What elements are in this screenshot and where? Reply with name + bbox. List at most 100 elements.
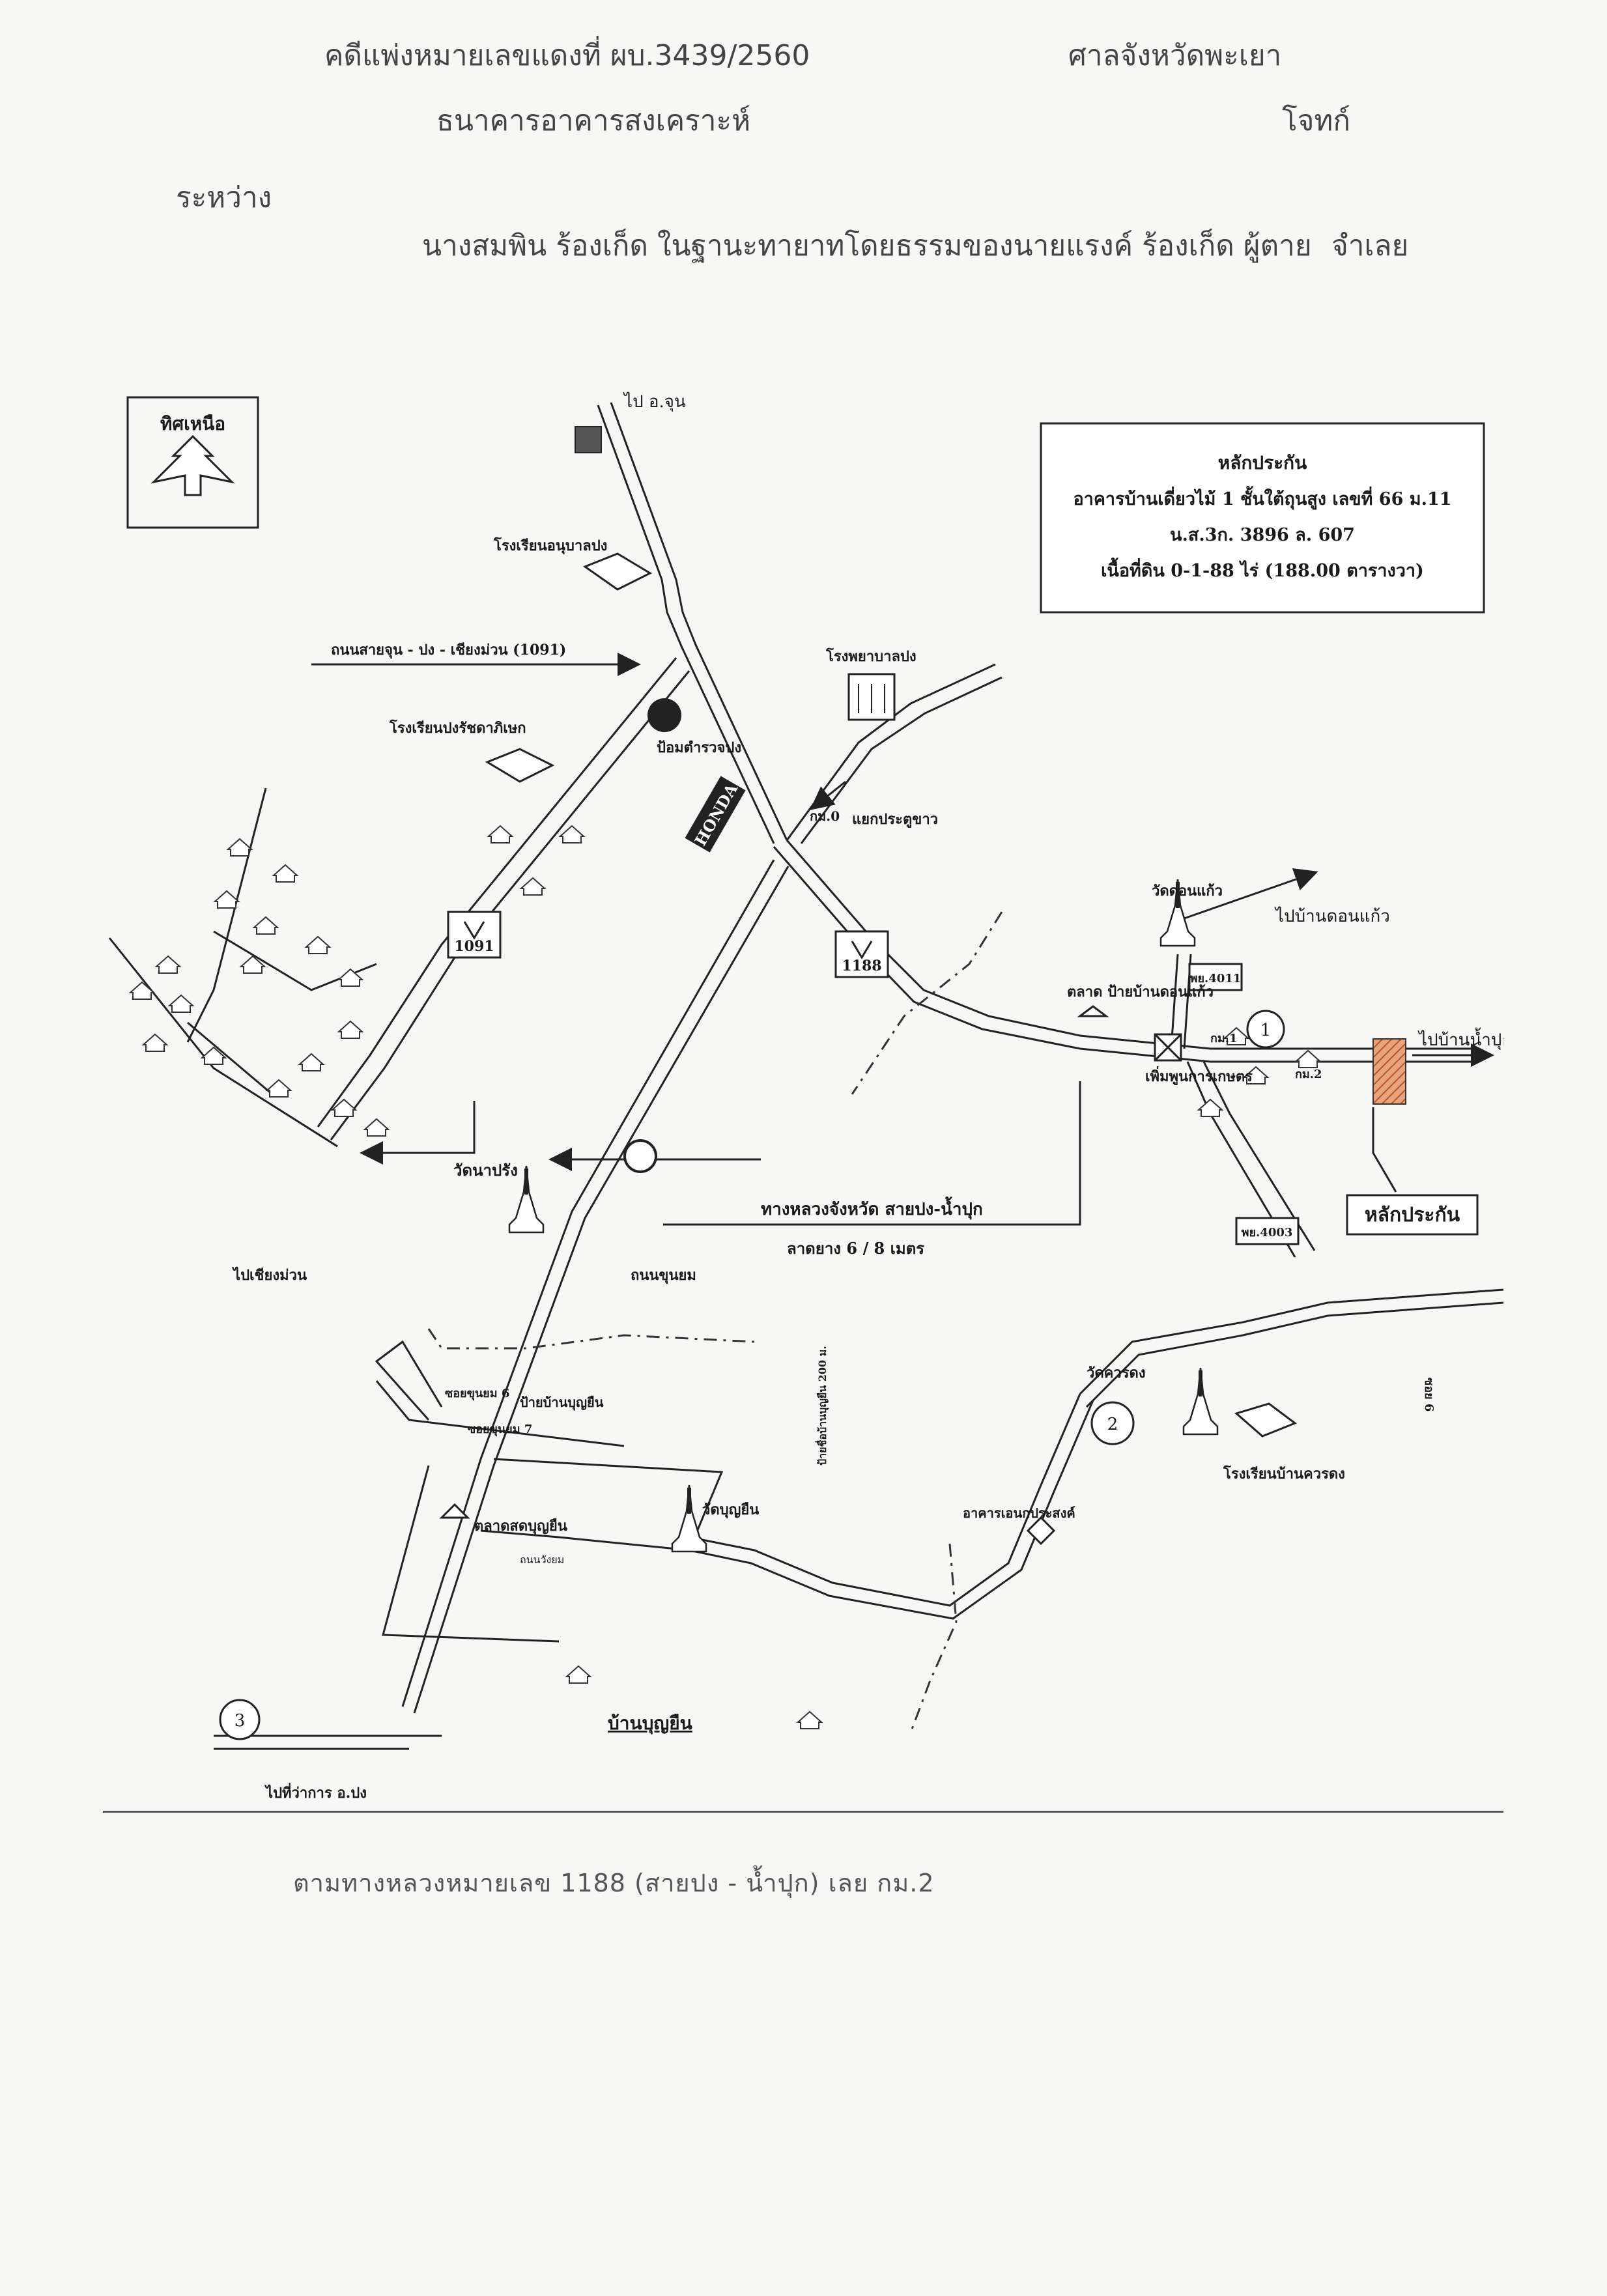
house-icon — [214, 890, 239, 909]
house-icon — [797, 1711, 822, 1729]
to-chun-label: ไป อ.จุน — [623, 391, 686, 412]
hospital-label: โรงพยาบาลปง — [825, 647, 917, 665]
wang-road-label: ถนนวังยม — [520, 1553, 564, 1566]
highway-pointer-line — [663, 1081, 1081, 1226]
court-name: ศาลจังหวัดพะเยา — [1068, 39, 1282, 72]
north-label: ทิศเหนือ — [160, 413, 225, 434]
ban-boonyuen-label: บ้านบุญยืน — [608, 1712, 692, 1735]
km2-label: กม.2 — [1295, 1068, 1322, 1081]
multipurpose-building-label: อาคารเอนกประสงค์ — [963, 1505, 1075, 1521]
ratchapisek-school-label: โรงเรียนปงรัชดาภิเษก — [389, 719, 526, 737]
marker-1 — [1246, 1010, 1285, 1049]
marker-3 — [219, 1699, 261, 1740]
house-icon — [364, 1118, 389, 1137]
boonyuen-market-label: ตลาดสดบุญยืน — [474, 1518, 567, 1535]
road-khuan-dong — [1079, 1288, 1503, 1395]
to-chiang-muan-label: ไปเชียงม่วน — [232, 1266, 307, 1284]
road-to-chun-edge — [597, 404, 775, 844]
route-1188-label: 1188 — [842, 957, 881, 974]
wat-khuan-dong-icon — [1182, 1367, 1219, 1436]
house-icon — [143, 1034, 167, 1052]
honda-dealer: HONDA — [685, 776, 746, 853]
highway-name-label: ทางหลวงจังหวัด สายปง-น้ำปุก — [761, 1196, 983, 1220]
house-icon — [156, 956, 180, 974]
house-icon — [560, 825, 584, 843]
bank-icon — [623, 1139, 657, 1173]
road-1091 — [317, 657, 677, 1127]
plaintiff-role: โจทก์ — [1282, 104, 1351, 137]
wat-napang-label: วัดนาปรัง — [453, 1161, 518, 1180]
arrow-to-donkaew — [1184, 868, 1318, 920]
to-ban-donkaew-label: ไปบ้านดอนแก้ว — [1274, 906, 1390, 926]
collateral-title: หลักประกัน — [1218, 452, 1307, 474]
soi-khun-yom-road — [375, 1380, 625, 1447]
marker-2 — [1090, 1401, 1135, 1445]
collateral-pointer — [1372, 1107, 1397, 1193]
boonyuen-loop-road — [382, 1465, 560, 1643]
house-icon — [253, 916, 278, 935]
anuban-school-icon — [582, 552, 653, 591]
house-icon — [130, 982, 154, 1000]
marker-1-label: 1 — [1260, 1021, 1272, 1040]
road-to-district-office — [401, 859, 775, 1707]
house-icon — [1296, 1050, 1320, 1068]
collateral-tag: หลักประกัน — [1365, 1204, 1460, 1226]
house-icon — [520, 877, 545, 896]
route-4003-label: พย.4003 — [1242, 1226, 1293, 1240]
trail-2 — [427, 1328, 755, 1350]
road-4011 — [1170, 954, 1179, 1049]
directions-note: ตามทางหลวงหมายเลข 1188 (สายปง - น้ำปุก) … — [293, 1869, 935, 1897]
road-to-chun — [610, 402, 788, 841]
road-4003-edge — [1202, 1061, 1316, 1251]
km1-label: กม.1 — [1210, 1032, 1238, 1045]
house-icon — [338, 1021, 363, 1039]
soi-khun-yom-7-label: ซอยขุนยม 7 — [468, 1423, 532, 1437]
highway-1188 — [786, 840, 1471, 1050]
house-icon — [488, 825, 513, 843]
north-box — [126, 396, 259, 529]
village-road-4 — [187, 1021, 273, 1096]
agri-coop-label: เพิ่มพูนการเกษตร — [1145, 1066, 1253, 1086]
khuan-dong-school-label: โรงเรียนบ้านควรดง — [1223, 1465, 1345, 1482]
ratchapisek-school-icon — [485, 748, 555, 783]
house-icon — [227, 838, 252, 857]
house-icon — [266, 1079, 291, 1098]
soi-khun-yom-6-label: ซอยขุนยม 6 — [445, 1387, 509, 1401]
collateral-line2: น.ส.3ก. 3896 ล. 607 — [1170, 525, 1355, 545]
to-ban-nampuk-label: ไปบ้านน้ำปุก — [1417, 1027, 1503, 1050]
house-icon — [273, 864, 298, 883]
marker-2-label: 2 — [1107, 1415, 1118, 1434]
trail-3 — [909, 1543, 958, 1733]
route-4003-sign — [1235, 1217, 1300, 1245]
collateral-parcel — [1372, 1038, 1406, 1105]
house-icon — [566, 1665, 591, 1684]
police-icon — [647, 698, 681, 732]
donkaew-market-icon — [1077, 1005, 1109, 1017]
multipurpose-building-icon — [1026, 1516, 1056, 1546]
route-sign-1188: 1188 — [834, 930, 889, 978]
junction-pointer — [810, 780, 846, 810]
road-boonyuen — [689, 1393, 1081, 1607]
location-map: ทิศเหนือ หลักประกัน อาคารบ้านเดี่ยวไม้ 1… — [103, 365, 1503, 1813]
route-sign-1091: 1091 — [447, 911, 502, 959]
road-boonyuen-edge — [689, 1400, 1094, 1620]
plaintiff-name: ธนาคารอาคารสงเคราะห์ — [436, 104, 751, 137]
village-road-1 — [108, 937, 338, 1148]
highway-surface-label: ลาดยาง 6 / 8 เมตร — [787, 1239, 924, 1258]
police-label: ป้อมตำรวจปง — [657, 739, 741, 756]
house-icon — [1198, 1099, 1223, 1117]
wat-boonyuen-label: วัดบุญยืน — [702, 1501, 759, 1519]
house-icon — [299, 1053, 324, 1071]
road-khuan-dong-edge — [1085, 1301, 1503, 1408]
boonyuen-distance-label: ป้ายชื่อบ้านบุญยืน 200 ม. — [815, 1346, 829, 1466]
anuban-school-label: โรงเรียนอนุบาลปง — [493, 537, 607, 555]
wat-boonyuen-icon — [671, 1484, 707, 1553]
map-canvas: ทิศเหนือ หลักประกัน อาคารบ้านเดี่ยวไม้ 1… — [108, 391, 1503, 1802]
km0-label: กม.0 — [810, 808, 840, 824]
route-4011-sign — [1188, 963, 1243, 991]
soi-label: ซอย 6 — [1422, 1378, 1436, 1411]
trail-1 — [851, 911, 1003, 1095]
wat-donkaew-label: วัดดอนแก้ว — [1152, 883, 1223, 900]
road-to-district-office-edge — [413, 866, 789, 1714]
village-road-2 — [186, 787, 267, 1043]
